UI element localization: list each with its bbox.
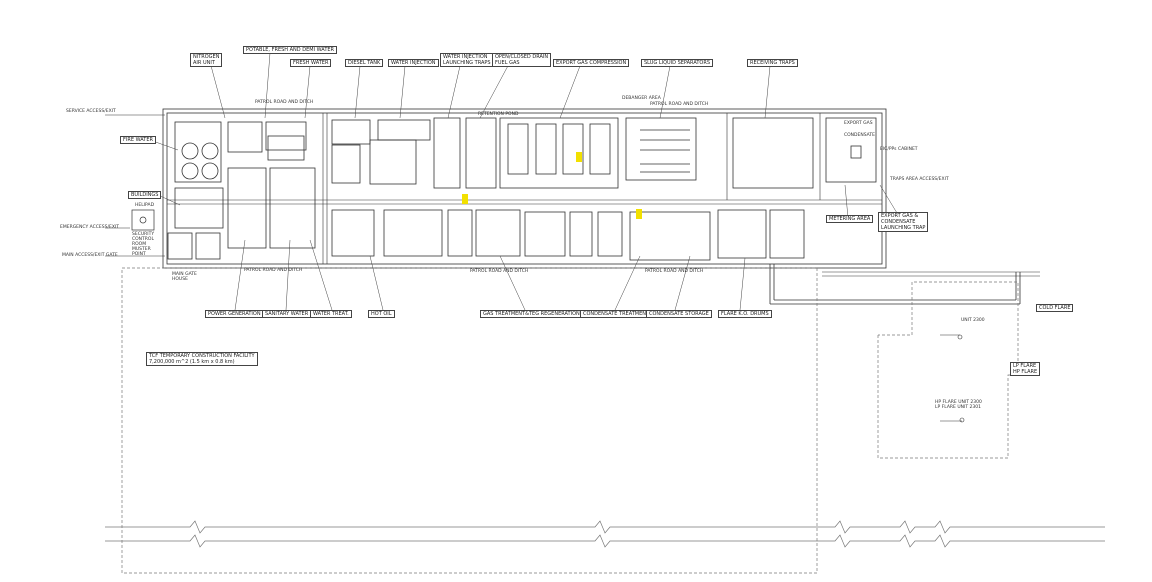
callout-water-injection-traps: WATER INJECTION LAUNCHING TRAPS — [440, 53, 494, 67]
text-eicpp-cabinet: EIC/PPs CABINET — [880, 147, 918, 152]
callout-buildings: BUILDINGS — [128, 191, 162, 199]
text-unit-2300: UNIT 2300 — [961, 318, 985, 323]
callout-receiving-traps: RECEIVING TRAPS — [747, 59, 798, 67]
slug-liquid-separators-area — [625, 117, 697, 181]
callout-power-generation: POWER GENERATION — [205, 310, 264, 318]
receiving-traps-area — [732, 117, 814, 189]
text-helipad: HELIPAD — [135, 203, 155, 208]
text-traps-access: TRAPS AREA ACCESS/EXIT — [890, 177, 949, 182]
highlight-marks — [462, 152, 642, 219]
callout-condensate-storage: CONDENSATE STORAGE — [646, 310, 712, 318]
text-patrol-bottom-mid: PATROL ROAD AND DITCH — [470, 269, 529, 274]
callout-export-gas-condensate: EXPORT GAS & CONDENSATE LAUNCHING TRAP — [878, 212, 929, 232]
callout-gas-treatment: GAS TREATMENT&TEG REGENERATION — [480, 310, 583, 318]
callout-condensate-treatment: CONDENSATE TREATMENT — [580, 310, 653, 318]
callout-potable-water: POTABLE, FRESH AND DEMI WATER — [243, 46, 338, 54]
callout-lp-hp-flare: LP FLARE HP FLARE — [1010, 362, 1041, 376]
callout-metering-area: METERING AREA — [826, 215, 874, 223]
text-patrol-bottom-right: PATROL ROAD AND DITCH — [645, 269, 704, 274]
text-condensate-cvf: CONDENSATE — [844, 133, 875, 138]
plant-fence-outer — [162, 108, 887, 269]
callout-water-treat: WATER TREAT. — [310, 310, 352, 318]
text-patrol-top: PATROL ROAD AND DITCH — [255, 100, 314, 105]
text-service-access: SERVICE ACCESS/EXIT — [66, 109, 116, 114]
hot-oil-area — [331, 209, 375, 257]
flare-area-boundary — [877, 281, 1019, 459]
callout-sanitary-water: SANITARY WATER — [262, 310, 312, 318]
callout-drain-fuel-gas: OPEN/CLOSED DRAIN FUEL GAS — [492, 53, 552, 67]
text-retention-pond: RETENTION POND — [478, 112, 519, 117]
gas-treatment-area — [475, 209, 521, 257]
text-main-gate-house: MAIN GATE HOUSE — [172, 272, 197, 282]
helipad-pad — [131, 209, 155, 231]
text-flare-units: HP FLARE UNIT 2300 LP FLARE UNIT 2301 — [935, 400, 982, 410]
callout-water-injection: WATER INJECTION — [388, 59, 439, 67]
road-break-lines — [105, 520, 1105, 548]
callout-fresh-water: FRESH WATER — [290, 59, 332, 67]
callout-nitrogen: NITROGEN AIR UNIT — [190, 53, 223, 67]
export-gas-compression-area — [499, 117, 619, 189]
metering-area — [825, 117, 877, 183]
callout-flare-ko-drums: FLARE K.O. DRUMS — [718, 310, 772, 318]
text-emergency-access: EMERGENCY ACCESS/EXIT — [60, 225, 119, 230]
text-patrol-top-right: PATROL ROAD AND DITCH — [650, 102, 709, 107]
callout-slug-liquid-separators: SLUG LIQUID SEPARATORS — [641, 59, 713, 67]
buildings-area — [174, 187, 224, 229]
fire-water-area — [174, 121, 222, 183]
tcf-boundary — [121, 267, 818, 574]
callout-fire-water: FIRE WATER — [120, 136, 156, 144]
flare-ko-drums-area — [717, 209, 767, 259]
callout-export-gas-compression: EXPORT GAS COMPRESSION — [553, 59, 630, 67]
text-main-access: MAIN ACCESS/EXIT GATE — [62, 253, 118, 258]
condensate-treatment-area — [629, 211, 711, 261]
callout-tcf: TCF TEMPORARY CONSTRUCTION FACILITY 7,20… — [146, 352, 258, 366]
text-export-gas-cvf: EXPORT GAS — [844, 121, 873, 126]
text-security: SECURITY CONTROL ROOM MUSTER POINT — [132, 232, 155, 257]
callout-cold-flare: COLD FLARE — [1036, 304, 1074, 312]
text-debanger: DEBANGER AREA — [622, 96, 661, 101]
callout-diesel-tank: DIESEL TANK — [345, 59, 384, 67]
callout-hot-oil: HOT OIL — [368, 310, 395, 318]
text-patrol-bottom-left: PATROL ROAD AND DITCH — [244, 268, 303, 273]
power-generation-area — [227, 167, 267, 249]
